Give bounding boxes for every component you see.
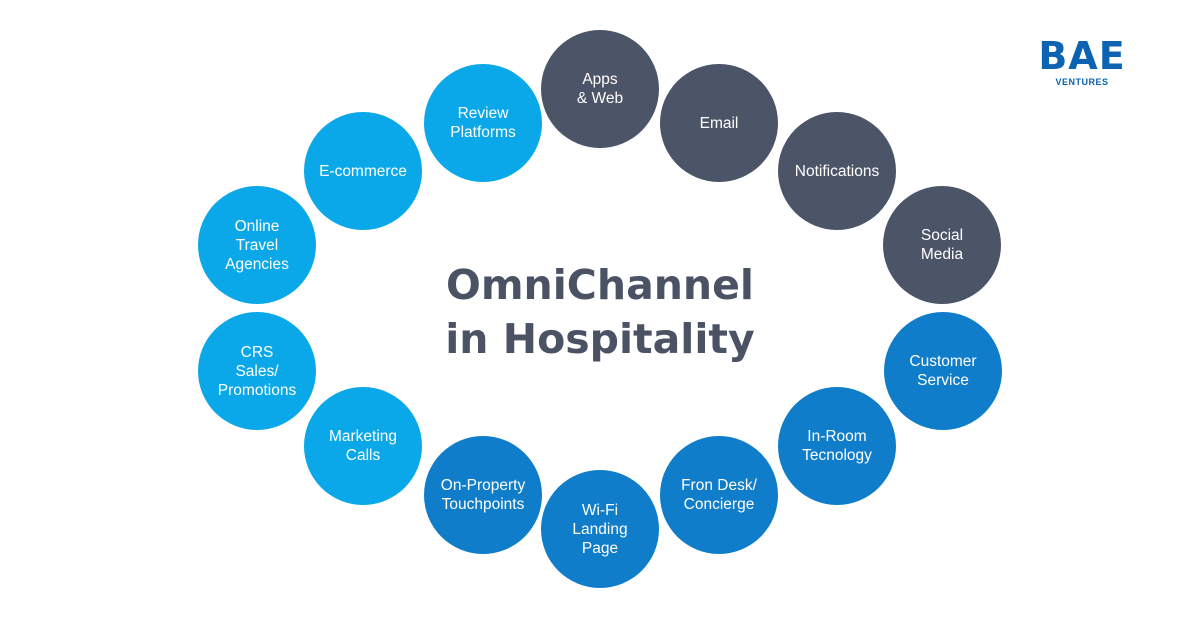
title-line-2: in Hospitality — [445, 315, 755, 363]
channel-e-commerce: E-commerce — [304, 112, 422, 230]
logo-mark: BAE — [1038, 34, 1126, 78]
channel-in-room-technology: In-Room Tecnology — [778, 387, 896, 505]
bae-ventures-logo: BAE VENTURES — [1030, 36, 1134, 87]
logo-subtitle: VENTURES — [1055, 77, 1109, 87]
channel-customer-service: Customer Service — [884, 312, 1002, 430]
diagram-title: OmniChannel in Hospitality — [360, 258, 840, 366]
channel-notifications: Notifications — [778, 112, 896, 230]
channel-front-desk-concierge: Fron Desk/ Concierge — [660, 436, 778, 554]
channel-online-travel-agencies: Online Travel Agencies — [198, 186, 316, 304]
channel-social-media: Social Media — [883, 186, 1001, 304]
channel-crs-sales-promotions: CRS Sales/ Promotions — [198, 312, 316, 430]
channel-apps-web: Apps & Web — [541, 30, 659, 148]
channel-review-platforms: Review Platforms — [424, 64, 542, 182]
channel-marketing-calls: Marketing Calls — [304, 387, 422, 505]
title-line-1: OmniChannel — [445, 261, 754, 309]
channel-on-property-touchpoints: On-Property Touchpoints — [424, 436, 542, 554]
channel-wifi-landing-page: Wi-Fi Landing Page — [541, 470, 659, 588]
channel-email: Email — [660, 64, 778, 182]
